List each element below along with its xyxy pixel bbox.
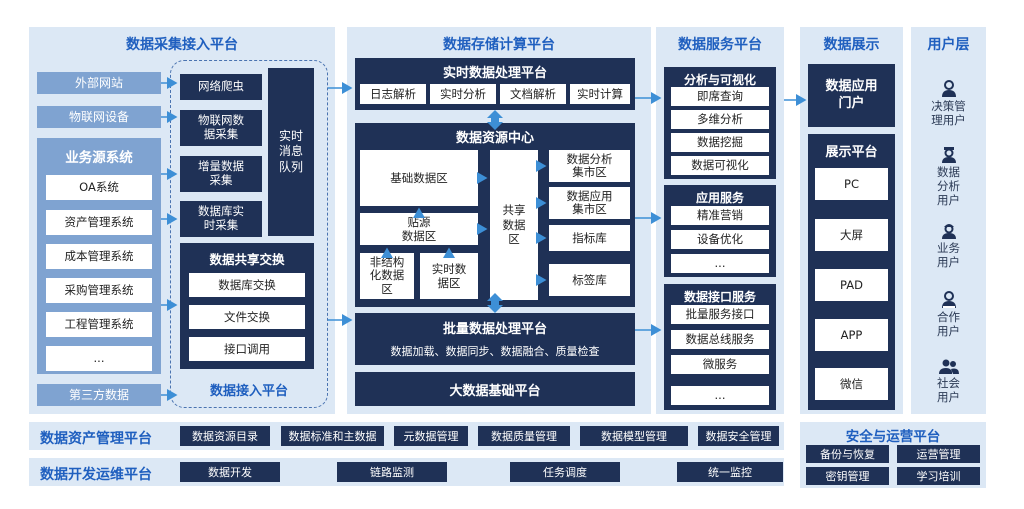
- data-app-portal: 数据应用 门户: [808, 64, 895, 127]
- asset-item: 数据模型管理: [580, 426, 688, 446]
- collection-title: 数据采集接入平台: [126, 37, 238, 53]
- security-ops-title: 安全与运营平台: [845, 429, 941, 445]
- batch-processing-desc: 数据加载、数据同步、数据融合、质量检查: [390, 345, 600, 358]
- api-item: 微服务: [671, 355, 769, 374]
- user-label: 业务 用户: [937, 241, 960, 269]
- user-partner: 合作 用户: [911, 291, 986, 339]
- display-platform-title: 展示平台: [825, 145, 878, 160]
- decision-user-icon: [941, 80, 956, 97]
- application-item: ...: [671, 254, 769, 273]
- business-user-icon: [941, 224, 956, 239]
- partner-user-icon: [941, 291, 956, 308]
- method-web-crawler: 网络爬虫: [180, 74, 262, 100]
- business-item: 采购管理系统: [46, 278, 152, 303]
- display-platform-pc[interactable]: PC: [815, 168, 888, 200]
- source-third-party: 第三方数据: [37, 384, 161, 406]
- realtime-message-queue: 实时 消息 队列: [268, 68, 314, 236]
- security-item: 密钥管理: [806, 467, 889, 485]
- mart-analysis: 数据分析 集市区: [549, 150, 630, 182]
- realtime-item: 文档解析: [500, 84, 566, 104]
- exchange-item: 文件交换: [189, 305, 305, 329]
- asset-management-title: 数据资产管理平台: [40, 431, 152, 447]
- business-item: ...: [46, 346, 152, 371]
- application-item: 精准营销: [671, 206, 769, 225]
- display-platform-bigscreen[interactable]: 大屏: [815, 219, 888, 251]
- user-analyst: 数据 分析 用户: [911, 146, 986, 207]
- business-item: OA系统: [46, 175, 152, 200]
- mart-indicator-library: 指标库: [549, 225, 630, 251]
- realtime-processing-title: 实时数据处理平台: [442, 66, 547, 81]
- asset-item: 数据标准和主数据: [281, 426, 384, 446]
- realtime-data-zone: 实时数 据区: [420, 253, 478, 299]
- basic-data-zone: 基础数据区: [360, 150, 478, 206]
- security-item: 学习培训: [897, 467, 980, 485]
- api-item: 数据总线服务: [671, 330, 769, 349]
- batch-processing-title: 批量数据处理平台: [442, 322, 547, 337]
- user-public: 社会 用户: [911, 359, 986, 405]
- security-item: 运营管理: [897, 445, 980, 463]
- api-item: ...: [671, 386, 769, 405]
- exchange-item: 接口调用: [189, 337, 305, 361]
- realtime-item: 日志解析: [360, 84, 426, 104]
- business-item: 工程管理系统: [46, 312, 152, 337]
- data-resource-center-title: 数据资源中心: [455, 131, 534, 146]
- api-item: 批量服务接口: [671, 305, 769, 324]
- user-business: 业务 用户: [911, 222, 986, 270]
- user-label: 合作 用户: [937, 310, 960, 338]
- analysis-visualization-title: 分析与可视化: [683, 73, 756, 87]
- application-item: 设备优化: [671, 230, 769, 249]
- service-title: 数据服务平台: [678, 37, 762, 53]
- asset-item: 元数据管理: [394, 426, 468, 446]
- method-db-realtime-collection: 数据库实 时采集: [180, 201, 262, 237]
- analysis-item: 数据可视化: [671, 156, 769, 175]
- batch-processing-group: [355, 313, 635, 365]
- data-exchange-title: 数据共享交换: [209, 252, 285, 267]
- method-incremental-collection: 增量数据 采集: [180, 156, 262, 192]
- method-iot-collection: 物联网数 据采集: [180, 110, 262, 146]
- user-layer-title: 用户层: [927, 37, 970, 53]
- display-platform-app[interactable]: APP: [815, 319, 888, 351]
- business-item: 成本管理系统: [46, 244, 152, 269]
- devops-item: 数据开发: [180, 462, 280, 482]
- analysis-item: 多维分析: [671, 110, 769, 129]
- mart-application: 数据应用 集市区: [549, 187, 630, 219]
- devops-title: 数据开发运维平台: [40, 467, 152, 483]
- access-platform-boundary: [170, 60, 328, 408]
- source-iot-device: 物联网设备: [37, 106, 161, 128]
- user-decision: 决策管 理用户: [911, 80, 986, 128]
- analyst-user-icon: [941, 147, 956, 163]
- security-item: 备份与恢复: [806, 445, 889, 463]
- mart-tag-library: 标签库: [549, 264, 630, 296]
- shared-data-zone: 共享 数据 区: [490, 150, 538, 300]
- asset-item: 数据质量管理: [478, 426, 570, 446]
- analysis-item: 即席查询: [671, 87, 769, 106]
- devops-item: 链路监测: [337, 462, 447, 482]
- display-title: 数据展示: [823, 37, 880, 53]
- user-label: 决策管 理用户: [931, 99, 966, 127]
- bigdata-base-platform: 大数据基础平台: [355, 372, 635, 406]
- user-label: 数据 分析 用户: [937, 165, 960, 207]
- display-platform-pad[interactable]: PAD: [815, 269, 888, 301]
- devops-item: 任务调度: [510, 462, 620, 482]
- source-data-zone: 贴源 数据区: [360, 213, 478, 245]
- exchange-item: 数据库交换: [189, 273, 305, 297]
- realtime-item: 实时分析: [430, 84, 496, 104]
- analysis-item: 数据挖掘: [671, 133, 769, 152]
- asset-item: 数据安全管理: [698, 426, 779, 446]
- business-system-title: 业务源系统: [65, 150, 133, 166]
- business-item: 资产管理系统: [46, 210, 152, 235]
- application-service-title: 应用服务: [695, 191, 744, 205]
- public-users-icon: [938, 359, 959, 374]
- api-service-title: 数据接口服务: [683, 290, 756, 304]
- storage-title: 数据存储计算平台: [443, 37, 555, 53]
- access-platform-title: 数据接入平台: [209, 384, 288, 399]
- devops-item: 统一监控: [677, 462, 783, 482]
- source-external-website: 外部网站: [37, 72, 161, 94]
- user-label: 社会 用户: [937, 376, 960, 404]
- realtime-item: 实时计算: [570, 84, 630, 104]
- unstructured-data-zone: 非结构 化数据 区: [360, 253, 414, 299]
- asset-item: 数据资源目录: [180, 426, 270, 446]
- display-platform-wechat[interactable]: 微信: [815, 368, 888, 400]
